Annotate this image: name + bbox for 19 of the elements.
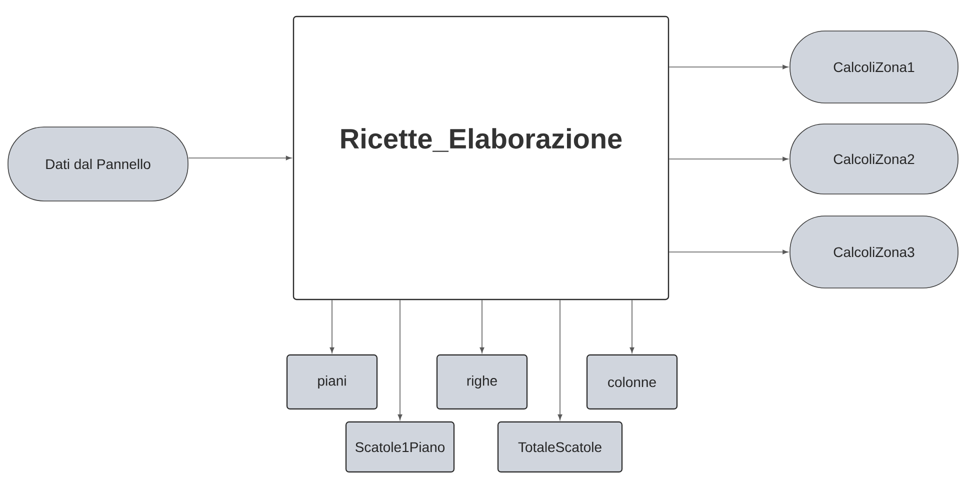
terminal-pill: CalcoliZona3 <box>790 216 958 288</box>
arrow <box>558 300 562 420</box>
arrow <box>668 156 788 162</box>
arrow <box>188 156 292 160</box>
terminal-pill: CalcoliZona1 <box>790 30 958 104</box>
output-box: Scatole1Piano <box>345 421 455 473</box>
arrow <box>398 300 402 420</box>
output-box: righe <box>436 354 528 410</box>
terminal-pill: CalcoliZona2 <box>790 124 958 194</box>
arrow <box>330 300 334 354</box>
arrow <box>668 250 788 254</box>
output-box: colonne <box>586 354 678 410</box>
arrow <box>668 64 788 70</box>
terminal-pill: Dati dal Pannello <box>8 126 188 202</box>
arrow <box>480 300 484 354</box>
arrow <box>630 300 634 354</box>
output-box: TotaleScatole <box>497 421 623 473</box>
process-box: Ricette_Elaborazione <box>292 16 670 300</box>
output-box: piani <box>286 354 378 410</box>
